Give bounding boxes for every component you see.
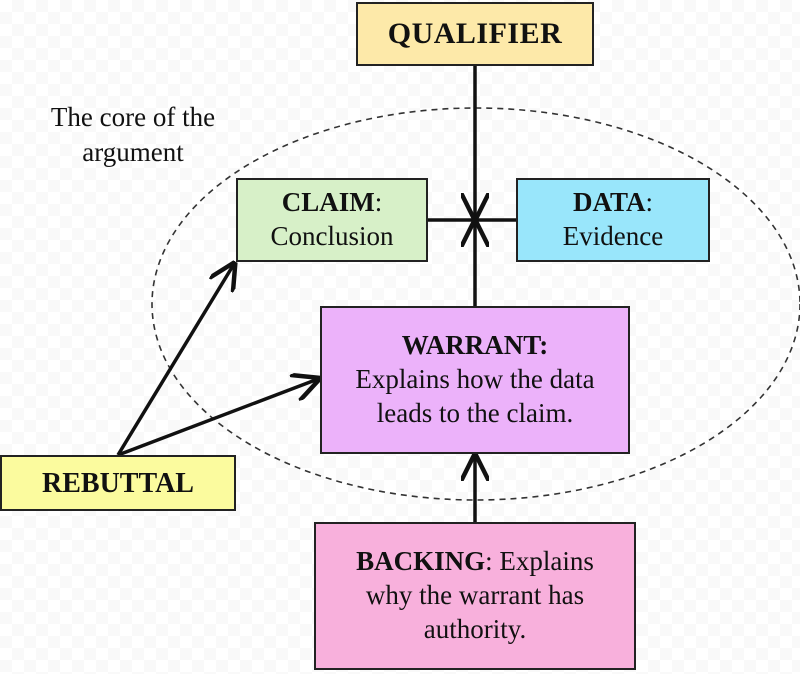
qualifier-title: QUALIFIER xyxy=(387,17,563,51)
core-argument-label: The core of the argument xyxy=(28,100,238,170)
core-label-line-1: The core of the xyxy=(50,102,216,132)
backing-title: BACKING xyxy=(356,546,486,577)
data-text: Evidence xyxy=(562,221,664,251)
warrant-text-line-2: leads to the claim. xyxy=(376,397,574,428)
claim-box: CLAIM: Conclusion xyxy=(236,178,428,262)
rebuttal-warrant-arrow xyxy=(117,379,318,457)
claim-separator: : xyxy=(374,187,383,218)
rebuttal-title: REBUTTAL xyxy=(42,467,194,499)
data-title: DATA xyxy=(572,187,646,218)
qualifier-box: QUALIFIER xyxy=(356,2,594,66)
backing-text-line-3: authority. xyxy=(423,613,527,644)
data-separator: : xyxy=(645,187,653,218)
data-heading: DATA: xyxy=(573,186,653,220)
backing-text-line-2: why the warrant has xyxy=(365,580,585,611)
backing-heading: BACKING: Explains xyxy=(356,545,594,579)
backing-box: BACKING: Explains why the warrant has au… xyxy=(314,522,636,670)
claim-title: CLAIM xyxy=(281,187,375,218)
rebuttal-claim-arrow xyxy=(116,264,234,456)
claim-text: Conclusion xyxy=(270,221,394,251)
rebuttal-box: REBUTTAL xyxy=(0,455,236,511)
warrant-box: WARRANT: Explains how the data leads to … xyxy=(320,306,630,454)
core-label-line-2: argument xyxy=(82,137,184,168)
claim-heading: CLAIM: xyxy=(282,186,383,220)
backing-text-line-1: : Explains xyxy=(485,546,594,577)
warrant-text-line-1: Explains how the data xyxy=(355,364,595,395)
warrant-title: WARRANT: xyxy=(401,330,549,361)
data-box: DATA: Evidence xyxy=(516,178,710,262)
